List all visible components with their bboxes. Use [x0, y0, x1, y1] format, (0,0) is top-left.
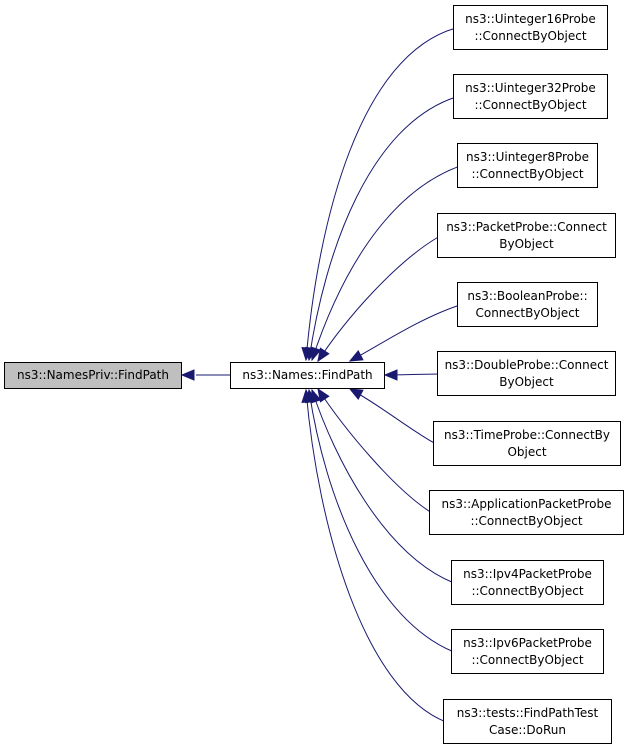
edge-arrowhead — [317, 347, 330, 363]
edge-line — [305, 389, 447, 723]
edge-line — [317, 388, 433, 514]
edge-line — [311, 165, 461, 361]
node-label-line1: ns3::Uinteger8Probe — [466, 149, 589, 164]
caller-node-doubleprobe[interactable]: ns3::DoubleProbe::Connect ByObject — [437, 351, 616, 396]
node-label-line1: ns3::TimeProbe::ConnectBy — [443, 427, 611, 442]
node-label: ns3::NamesPriv::FindPath — [16, 368, 169, 382]
node-label-line1: ns3::tests::FindPathTest — [456, 705, 599, 720]
node-label-line1: ns3::DoubleProbe::Connect — [444, 357, 609, 372]
node-label-line2: ::ConnectByObject — [474, 97, 587, 112]
caller-node-ipv6packetprobe[interactable]: ns3::Ipv6PacketProbe ::ConnectByObject — [451, 629, 604, 674]
caller-node-booleanprobe[interactable]: ns3::BooleanProbe:: ConnectByObject — [457, 282, 598, 327]
edge-line — [308, 96, 457, 361]
node-label-line1: ns3::PacketProbe::Connect — [446, 219, 607, 234]
caller-node-uinteger32probe[interactable]: ns3::Uinteger32Probe ::ConnectByObject — [453, 74, 608, 119]
edge-arrowhead — [301, 388, 313, 403]
node-label-line2: ::ConnectByObject — [470, 513, 583, 528]
edge-arrowhead — [310, 346, 322, 362]
node-label-line1: ns3::ApplicationPacketProbe — [441, 496, 612, 511]
caller-node-packetprobe[interactable]: ns3::PacketProbe::Connect ByObject — [437, 213, 616, 258]
node-label-line2: ::ConnectByObject — [471, 652, 584, 667]
node-label-line2: Object — [507, 444, 547, 459]
node-label-line2: ConnectByObject — [475, 305, 580, 320]
node-label-line1: ns3::BooleanProbe:: — [467, 288, 588, 303]
node-label-line2: ByObject — [499, 374, 554, 389]
edge-line — [305, 27, 457, 361]
node-label: ns3::Names::FindPath — [242, 368, 373, 382]
node-label-line2: Case::DoRun — [488, 722, 567, 737]
edge-line — [308, 389, 455, 653]
node-label-line1: ns3::Ipv4PacketProbe — [463, 566, 592, 581]
node-names-findpath[interactable]: ns3::Names::FindPath — [230, 362, 385, 389]
edge-line — [317, 235, 441, 362]
node-label-line2: ::ConnectByObject — [474, 28, 587, 43]
caller-node-uinteger16probe[interactable]: ns3::Uinteger16Probe ::ConnectByObject — [453, 5, 608, 50]
edge-arrowhead — [383, 369, 398, 381]
node-label-line2: ::ConnectByObject — [471, 583, 584, 598]
caller-node-ipv4packetprobe[interactable]: ns3::Ipv4PacketProbe ::ConnectByObject — [451, 560, 604, 605]
node-names-priv-findpath: ns3::NamesPriv::FindPath — [4, 362, 182, 389]
caller-node-uinteger8probe[interactable]: ns3::Uinteger8Probe ::ConnectByObject — [457, 143, 598, 188]
node-label-line2: ::ConnectByObject — [471, 166, 584, 181]
edge-line — [311, 389, 455, 584]
node-label-line1: ns3::Uinteger32Probe — [465, 80, 596, 95]
edge-line — [349, 388, 437, 445]
edge-arrowhead — [348, 350, 364, 362]
caller-node-applicationpacketprobe[interactable]: ns3::ApplicationPacketProbe ::ConnectByO… — [429, 490, 624, 535]
node-label-line1: ns3::Ipv6PacketProbe — [463, 635, 592, 650]
caller-node-findpathtestcase[interactable]: ns3::tests::FindPathTest Case::DoRun — [443, 699, 612, 744]
node-label-line2: ByObject — [499, 236, 554, 251]
edge-arrowhead — [180, 369, 195, 381]
edge-arrowhead — [317, 387, 330, 403]
edge-arrowhead — [348, 388, 364, 400]
caller-node-timeprobe[interactable]: ns3::TimeProbe::ConnectBy Object — [433, 421, 621, 466]
node-label-line1: ns3::Uinteger16Probe — [465, 11, 596, 26]
